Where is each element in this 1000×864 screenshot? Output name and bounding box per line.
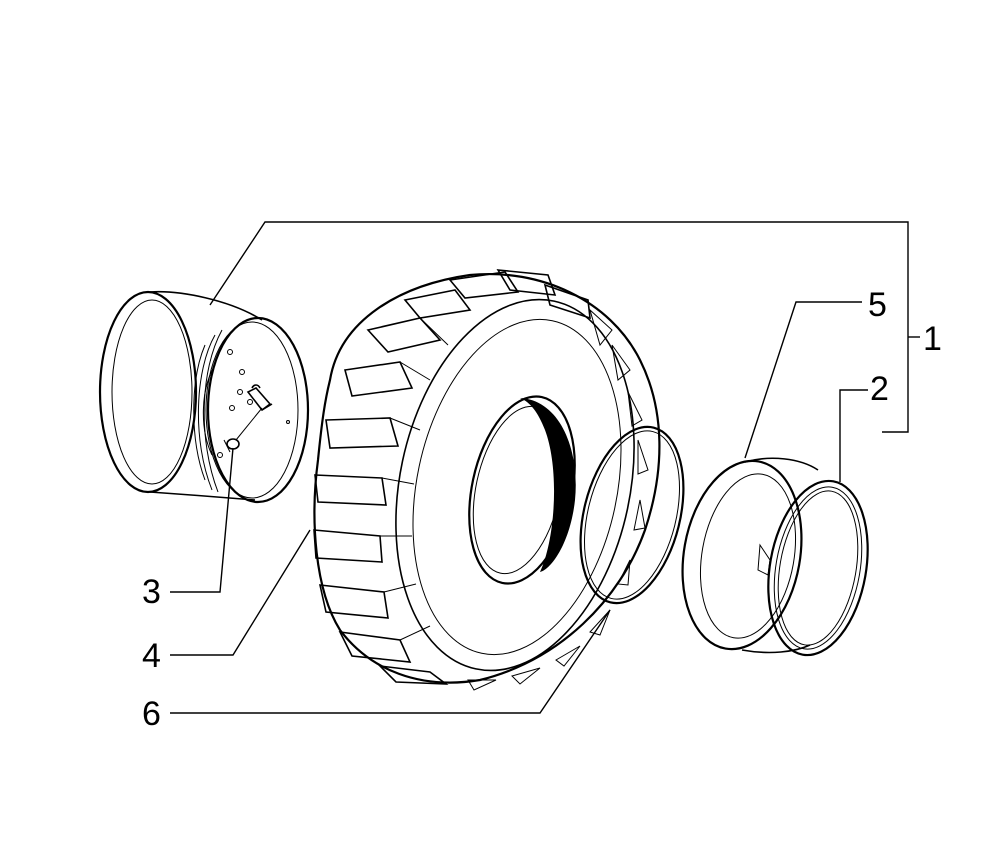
leader-5 <box>744 301 862 459</box>
callouts: 1 2 3 4 5 6 <box>142 286 942 733</box>
o-ring <box>579 425 685 605</box>
leader-lines <box>170 221 920 714</box>
callout-4: 4 <box>142 637 161 675</box>
side-ring <box>681 457 819 654</box>
leader-3 <box>170 447 234 593</box>
side-ring-outer <box>681 459 803 651</box>
tire <box>313 269 661 691</box>
tire-sidewall <box>395 298 635 672</box>
leader-6 <box>170 609 611 714</box>
callout-1: 1 <box>923 320 942 358</box>
rim-flange-outer <box>98 290 198 494</box>
tire-outer <box>313 273 661 684</box>
lock-ring <box>767 479 869 657</box>
callout-5: 5 <box>868 286 887 324</box>
o-ring-outer <box>579 425 685 605</box>
valve <box>223 384 273 453</box>
wheel-rim <box>98 290 310 504</box>
lock-ring-outer <box>767 479 869 657</box>
callout-2: 2 <box>870 370 889 408</box>
leader-4 <box>170 529 311 656</box>
callout-6: 6 <box>142 695 161 733</box>
rim-back-edge <box>206 316 310 504</box>
callout-3: 3 <box>142 573 161 611</box>
leader-2 <box>839 389 868 482</box>
leader-1-bracket <box>209 221 909 433</box>
